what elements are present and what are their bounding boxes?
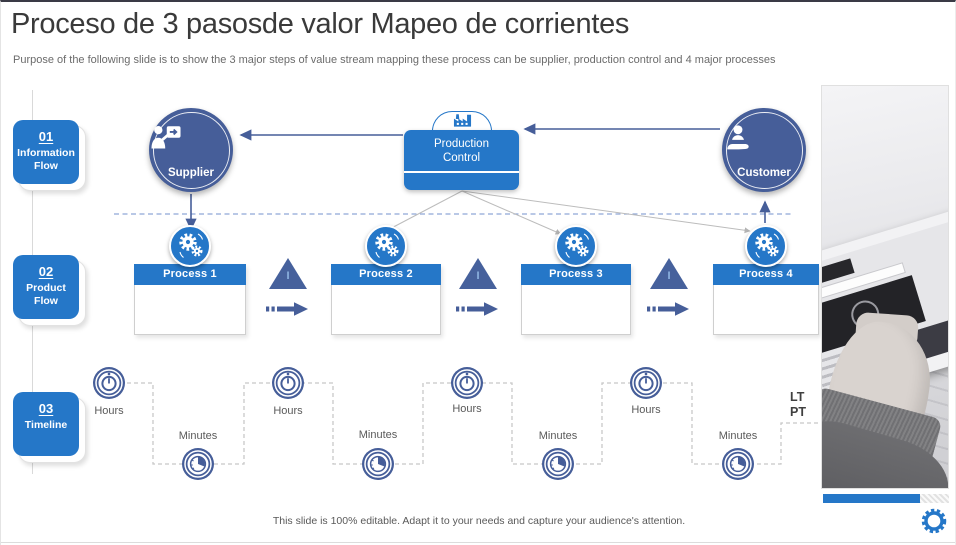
- process-header: Process 1: [134, 264, 246, 285]
- inventory-triangle-icon: I: [650, 258, 688, 289]
- gears-icon: [365, 225, 407, 267]
- customer-hand-icon: [722, 124, 806, 152]
- supplier-circle[interactable]: Supplier: [149, 108, 233, 192]
- clock-icon: [541, 447, 575, 481]
- clock-icon: [181, 447, 215, 481]
- striped-arrow-icon: [647, 300, 691, 318]
- stopwatch-icon: [92, 366, 126, 400]
- clock-icon: [361, 447, 395, 481]
- footer-note: This slide is 100% editable. Adapt it to…: [272, 515, 686, 527]
- lt-label: LT: [790, 390, 805, 404]
- step-number: 02: [38, 264, 54, 279]
- inventory-label: I: [286, 270, 290, 282]
- minutes-label: Minutes: [538, 430, 578, 442]
- customer-label: Customer: [737, 167, 791, 179]
- hours-label: Hours: [631, 404, 661, 416]
- gears-icon: [169, 225, 211, 267]
- process-header: Process 4: [713, 264, 819, 285]
- tablet-hand-photo: [821, 85, 949, 489]
- page-title: Proceso de 3 pasosde valor Mapeo de corr…: [11, 8, 630, 40]
- minutes-label: Minutes: [358, 429, 398, 441]
- minutes-label: Minutes: [178, 430, 218, 442]
- inventory-triangle-icon: I: [269, 258, 307, 289]
- striped-arrow-icon: [266, 300, 310, 318]
- process-box-2[interactable]: Process 2: [331, 264, 441, 335]
- step-label: Information Flow: [17, 147, 75, 172]
- process-header: Process 2: [331, 264, 441, 285]
- customer-circle[interactable]: Customer: [722, 108, 806, 192]
- step-box-information-flow[interactable]: 01 Information Flow: [13, 120, 86, 191]
- production-control-box[interactable]: Production Control: [404, 130, 519, 190]
- pt-label: PT: [790, 405, 806, 419]
- page-subtitle: Purpose of the following slide is to sho…: [13, 54, 776, 66]
- process-box-1[interactable]: Process 1: [134, 264, 246, 335]
- process-box-3[interactable]: Process 3: [521, 264, 631, 335]
- factory-icon: [453, 113, 472, 127]
- inventory-label: I: [476, 270, 480, 282]
- progress-bar: [823, 494, 949, 503]
- inventory-triangle-icon: I: [459, 258, 497, 289]
- production-control-label: Production Control: [434, 138, 489, 164]
- striped-arrow-icon: [456, 300, 500, 318]
- lead-process-time-labels: LT PT: [790, 390, 806, 420]
- stopwatch-icon: [450, 366, 484, 400]
- slide-bottom-rule: [1, 542, 955, 543]
- minutes-label: Minutes: [718, 430, 758, 442]
- step-label: Product Flow: [26, 282, 66, 307]
- hours-label: Hours: [273, 405, 303, 417]
- step-label: Timeline: [24, 419, 68, 431]
- hours-label: Hours: [94, 405, 124, 417]
- process-header: Process 3: [521, 264, 631, 285]
- step-number: 03: [38, 401, 54, 416]
- step-number: 01: [38, 129, 54, 144]
- hours-label: Hours: [452, 403, 482, 415]
- stopwatch-icon: [271, 366, 305, 400]
- gears-icon: [745, 225, 787, 267]
- timeline-step-line: [127, 382, 820, 465]
- step-box-timeline[interactable]: 03 Timeline: [13, 392, 86, 463]
- progress-bar-fill: [823, 494, 920, 503]
- settings-gear-icon[interactable]: [919, 506, 949, 536]
- supplier-person-icon: [149, 124, 233, 150]
- gears-icon: [555, 225, 597, 267]
- inventory-label: I: [667, 270, 671, 282]
- stopwatch-icon: [629, 366, 663, 400]
- step-box-product-flow[interactable]: 02 Product Flow: [13, 255, 86, 326]
- clock-icon: [721, 447, 755, 481]
- supplier-label: Supplier: [167, 167, 214, 179]
- process-box-4[interactable]: Process 4: [713, 264, 819, 335]
